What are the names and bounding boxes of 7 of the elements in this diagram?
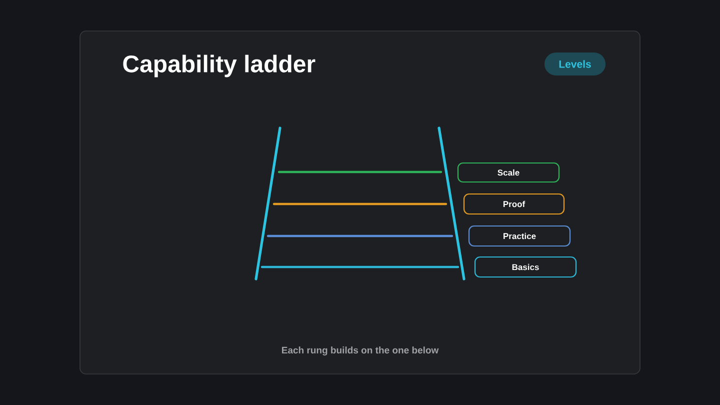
level-label-box: Proof <box>463 193 565 215</box>
level-label-box: Practice <box>468 225 571 247</box>
levels-badge: Levels <box>544 52 606 76</box>
level-label-box: Scale <box>457 162 560 183</box>
level-label-box: Basics <box>474 256 577 278</box>
title: Capability ladder <box>123 54 316 78</box>
caption: Each rung builds on the one below <box>282 346 439 356</box>
